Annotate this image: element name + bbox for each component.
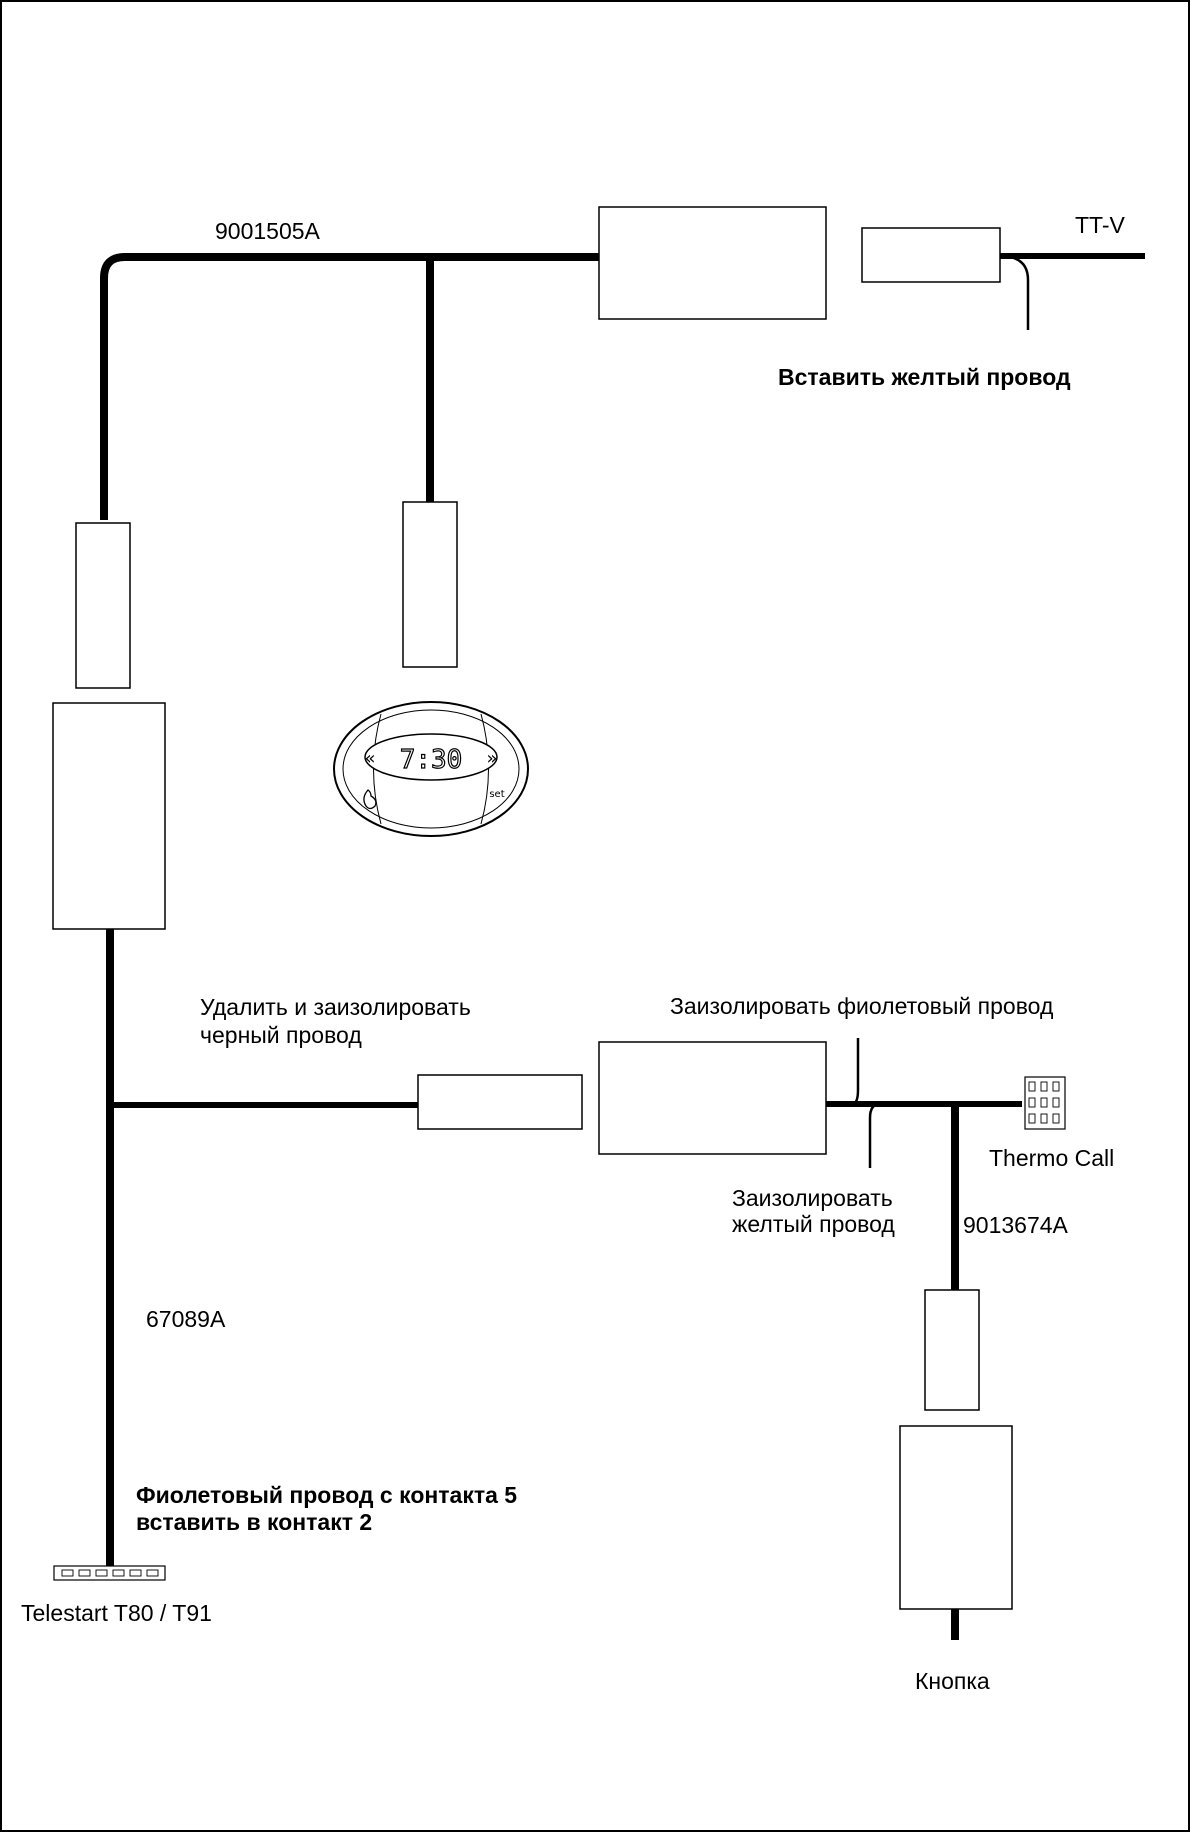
label-violet-pin-line2: вставить в контакт 2: [136, 1509, 373, 1535]
label-insulate-yellow-line2: желтый провод: [732, 1211, 895, 1237]
label-insert-yellow-wire: Вставить желтый провод: [778, 364, 1071, 390]
flame-icon: [363, 789, 377, 810]
black-wire-connector: [417, 1074, 583, 1130]
button-connector: [924, 1289, 980, 1411]
harness-9001505A-wire: [100, 253, 600, 520]
left-connector: [75, 522, 131, 689]
thermo-call-connector: [1024, 1076, 1066, 1130]
yellow-wire-down: [868, 1102, 881, 1168]
label-harness-9001505A: 9001505A: [215, 218, 320, 244]
timer-set-label: set: [489, 789, 504, 800]
label-remove-black-wire-line2: черный провод: [200, 1022, 362, 1048]
violet-wire-up: [851, 1038, 860, 1106]
timer-left-arrows: «: [364, 748, 375, 769]
yellow-wire-branch: [999, 254, 1030, 330]
timer-right-arrows: »: [486, 748, 497, 769]
label-harness-67089A: 67089A: [146, 1306, 226, 1332]
label-tt-v: TT-V: [1075, 212, 1125, 238]
label-harness-9013674A: 9013674A: [963, 1212, 1068, 1238]
control-unit-box-top: [598, 206, 827, 320]
label-remove-black-wire-line1: Удалить и заизолировать: [200, 994, 471, 1020]
label-button: Кнопка: [915, 1668, 990, 1694]
button-unit-box: [899, 1425, 1013, 1610]
timer-connector: [402, 501, 458, 668]
label-telestart: Telestart T80 / T91: [21, 1600, 212, 1626]
label-insulate-violet-wire: Заизолировать фиолетовый провод: [670, 993, 1054, 1019]
left-unit-box: [52, 702, 166, 930]
label-thermo-call: Thermo Call: [989, 1145, 1115, 1171]
timer-display-window: [364, 733, 498, 781]
timer-device: « » 7:30 set: [333, 701, 529, 837]
label-insulate-yellow-line1: Заизолировать: [732, 1185, 893, 1211]
timer-time: 7:30: [400, 745, 463, 775]
label-violet-pin-line1: Фиолетовый провод с контакта 5: [136, 1482, 518, 1508]
control-unit-box-right: [598, 1041, 827, 1155]
